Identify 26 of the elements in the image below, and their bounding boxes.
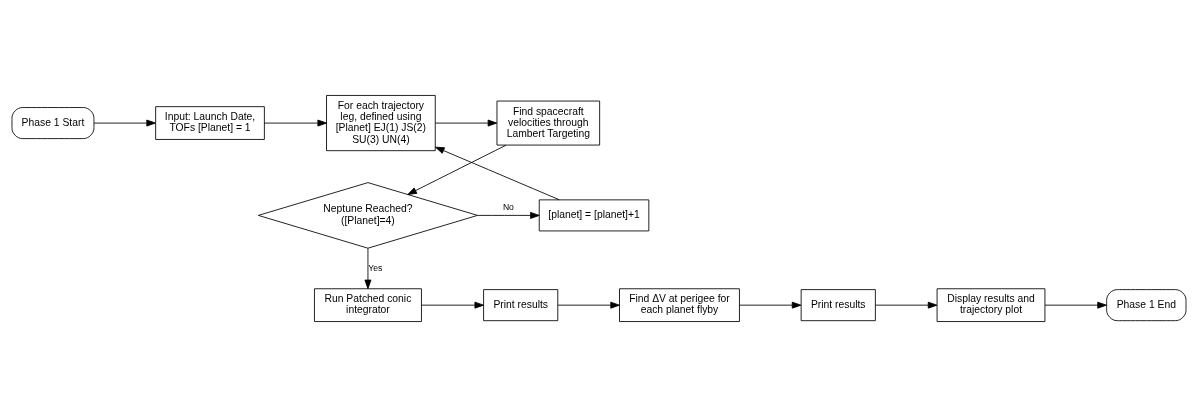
arrow bbox=[93, 119, 156, 127]
arrow bbox=[364, 247, 372, 289]
arrow bbox=[407, 144, 507, 195]
edge-label: No bbox=[502, 201, 514, 212]
node-box: Print results bbox=[483, 288, 559, 321]
node-box: Phase 1 Start bbox=[11, 106, 95, 139]
node-box: Print results bbox=[800, 288, 876, 321]
arrow bbox=[264, 119, 327, 127]
node-diamond: Neptune Reached? ([Planet]=4) bbox=[257, 181, 478, 249]
node-box: Run Patched conic integrator bbox=[314, 287, 422, 322]
node-box: Input: Launch Date, TOFs [Planet] = 1 bbox=[155, 105, 265, 140]
arrow bbox=[477, 211, 540, 219]
node-box: [planet] = [planet]+1 bbox=[538, 198, 650, 231]
node-box: Phase 1 End bbox=[1106, 288, 1187, 321]
node-box: Find ΔV at perigee for each planet flyby bbox=[619, 287, 740, 322]
node-box: Find spacecraft velocities through Lambert Targeting bbox=[496, 100, 601, 145]
node-box: Display results and trajectory plot bbox=[936, 287, 1046, 322]
arrow bbox=[875, 301, 938, 309]
arrow bbox=[739, 301, 802, 309]
node-box: For each trajectory leg, defined using [Planet] EJ(1) JS(2) SU(3) UN(4) bbox=[326, 94, 436, 151]
arrow bbox=[421, 301, 484, 309]
arrow bbox=[557, 301, 620, 309]
edge-label: Yes bbox=[368, 262, 383, 273]
arrow bbox=[435, 146, 560, 200]
arrow bbox=[435, 119, 498, 127]
arrow bbox=[1044, 301, 1107, 309]
